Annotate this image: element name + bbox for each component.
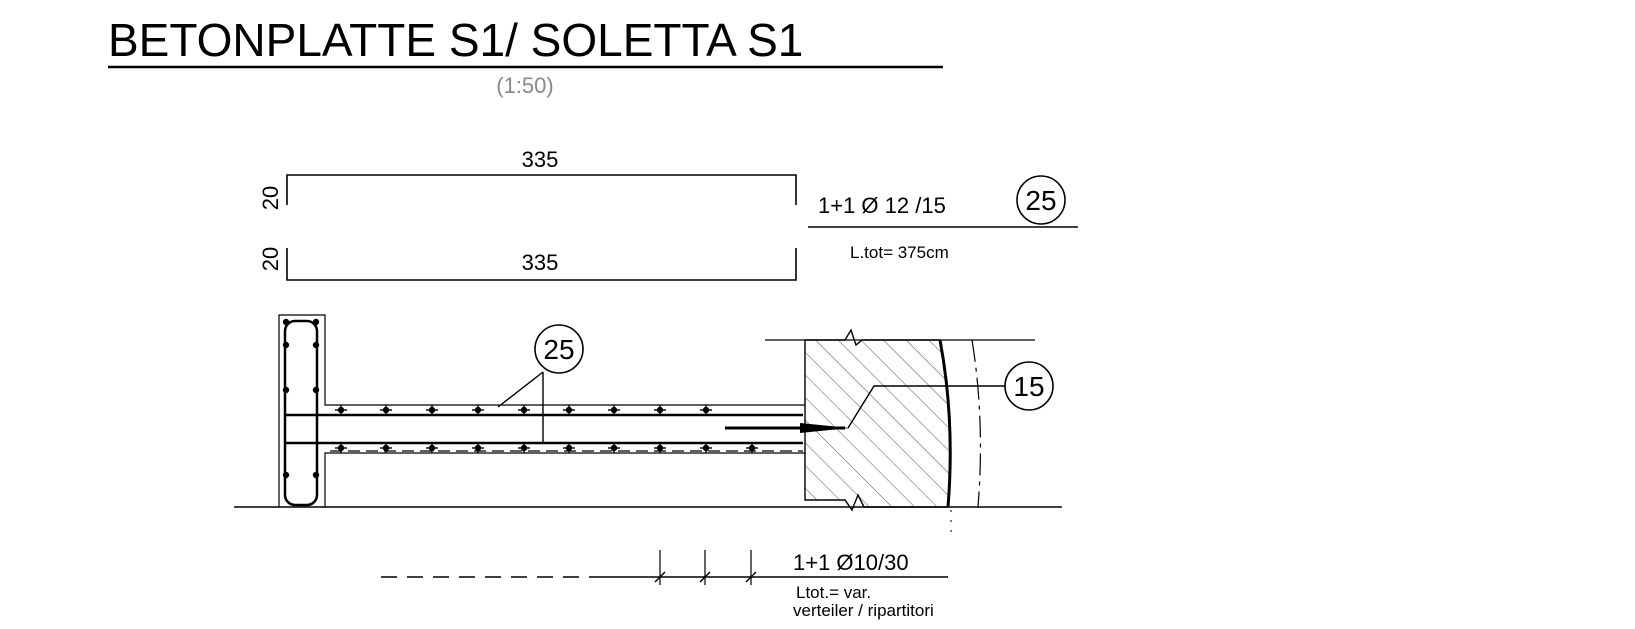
wall-bars [282,318,320,479]
distribution-rebar-spec: 1+1 Ø10/30 Ltot.= var. verteiler / ripar… [381,550,948,620]
bottom-hook-label: 20 [258,247,283,271]
distribution-rebar-note: verteiler / ripartitori [793,601,934,620]
main-rebar-spec-text: 1+1 Ø 12 /15 [818,193,946,218]
bottom-length-label: 335 [522,250,559,275]
callout-15-label: 15 [1013,371,1044,402]
existing-wall [804,328,951,512]
slab-section: 25 15 [234,314,1062,540]
drawing-title: BETONPLATTE S1/ SOLETTA S1 [108,14,803,66]
scale-label: (1:50) [496,73,553,98]
main-rebar-position: 25 [1025,185,1056,216]
top-length-label: 335 [522,147,559,172]
distribution-rebar-spec-text: 1+1 Ø10/30 [793,550,909,575]
callout-25-circle [534,324,584,374]
position-circle [1016,175,1066,225]
distribution-bars-top [335,405,712,415]
callout-25-label: 25 [543,334,574,365]
distribution-bars-bottom [335,443,758,453]
bar-shape-top: 335 20 [258,147,797,210]
top-hook-label: 20 [258,186,283,210]
main-rebar-length: L.tot= 375cm [850,243,949,262]
main-rebar-spec: 1+1 Ø 12 /15 25 L.tot= 375cm [808,175,1078,262]
bar-shape-bottom: 335 20 [258,247,797,281]
distribution-rebar-length: Ltot.= var. [796,583,871,602]
